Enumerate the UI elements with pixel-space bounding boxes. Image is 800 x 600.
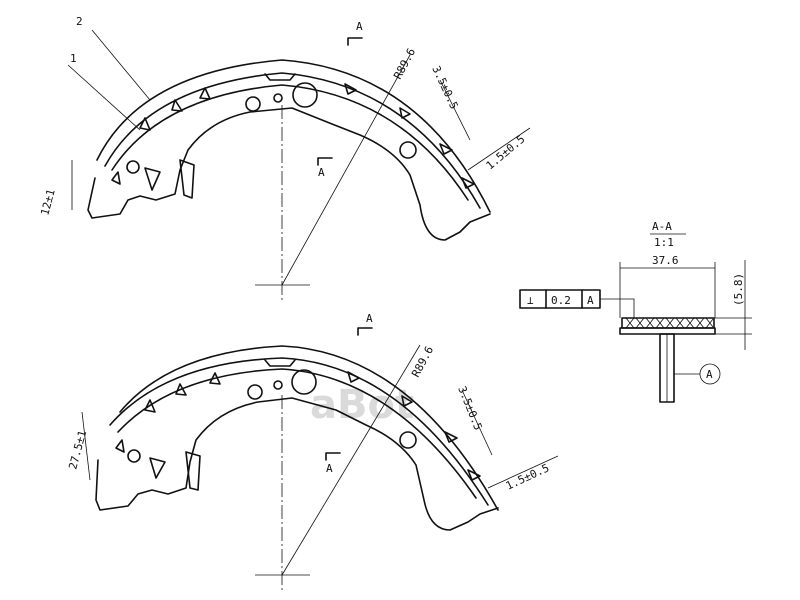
- top-web-plate: [87, 107, 491, 241]
- bottom-dim-edge-line: [487, 455, 559, 489]
- top-rim-arc: [111, 84, 469, 201]
- bottom-hole-small: [273, 380, 283, 390]
- top-shoe-view: A A R89.6 2 1 3.5±0.5 1.5±0.5 12±1: [38, 15, 531, 300]
- section-lining-hatch: [625, 317, 714, 329]
- datum-bubble: [699, 363, 721, 385]
- watermark-logo: aBot: [310, 382, 414, 428]
- callout-1-label: 1: [70, 52, 77, 65]
- tolerance-leader: [600, 298, 635, 318]
- top-lining-outer-arc: [96, 59, 491, 213]
- bottom-section-label-lower: A: [326, 462, 333, 475]
- top-web-slot: [179, 159, 195, 199]
- bottom-web-slot: [185, 451, 201, 491]
- section-scale: 1:1: [654, 236, 674, 249]
- bottom-dim-thickness-label: 3.5±0.5: [455, 384, 484, 432]
- section-title: A-A: [652, 220, 672, 233]
- section-width-label: 37.6: [652, 254, 679, 267]
- bottom-shoe-view: A A R89.6 3.5±0.5 1.5±0.5 27.5±1: [66, 312, 559, 590]
- datum-bubble-label: A: [706, 368, 713, 381]
- top-hole-large: [292, 82, 318, 108]
- top-rim-notch: [264, 73, 296, 81]
- tolerance-value: 0.2: [551, 294, 571, 307]
- bottom-section-arrow-upper: [357, 327, 373, 336]
- bottom-rim-notch: [264, 359, 296, 367]
- bottom-web-plate: [95, 397, 499, 531]
- section-a-a-view: A-A 1:1 37.6 (5.8) ⊥ 0.2 A: [519, 220, 752, 403]
- top-dim-thickness-label: 3.5±0.5: [429, 64, 460, 112]
- top-hole-small: [273, 93, 283, 103]
- bottom-rim-tabs: [115, 371, 481, 481]
- section-rim: [619, 327, 716, 335]
- bottom-hole-medium: [247, 384, 263, 400]
- top-hole-small-left: [126, 160, 140, 174]
- top-dim-edge-label: 1.5±0.5: [484, 133, 528, 173]
- top-section-label-upper: A: [356, 20, 363, 33]
- callout-2-label: 2: [76, 15, 83, 28]
- top-hole-medium: [245, 96, 261, 112]
- top-triangle-cutout: [144, 167, 161, 191]
- tolerance-datum: A: [587, 294, 594, 307]
- geometric-tolerance-frame: ⊥ 0.2 A: [519, 289, 635, 318]
- top-dim-width-label: 12±1: [38, 188, 57, 217]
- top-rim-tabs: [111, 83, 475, 189]
- tolerance-symbol: ⊥: [527, 294, 534, 307]
- top-radius-label: R89.6: [391, 46, 418, 81]
- bottom-radius-label: R89.6: [409, 344, 436, 379]
- bottom-lining-inner-arc: [109, 357, 489, 506]
- bottom-dim-edge-label: 1.5±0.5: [504, 461, 552, 492]
- top-dim-edge-line: [467, 127, 531, 171]
- bottom-hole-large: [291, 369, 317, 395]
- bottom-dim-width-label: 27.5±1: [66, 429, 89, 471]
- callout-1-leader: [67, 64, 141, 131]
- bottom-dim-width-line: [81, 411, 91, 481]
- bottom-hole-right: [399, 431, 417, 449]
- bottom-hole-small-left: [127, 449, 141, 463]
- bottom-radius-leader: [281, 344, 421, 576]
- top-section-arrow-lower: [317, 157, 333, 166]
- top-section-label-lower: A: [318, 166, 325, 179]
- top-dim-thickness-line: [439, 79, 471, 141]
- bottom-section-label-upper: A: [366, 312, 373, 325]
- top-section-arrow-upper: [347, 37, 363, 46]
- top-hole-right: [399, 141, 417, 159]
- callout-2-leader: [91, 29, 151, 101]
- bottom-dim-thickness-line: [461, 389, 493, 456]
- section-height-label: (5.8): [732, 273, 745, 306]
- bottom-rim-arc: [117, 368, 477, 499]
- bottom-section-arrow-lower: [325, 452, 341, 461]
- top-radius-leader: [281, 54, 411, 286]
- bottom-triangle-cutout: [149, 457, 166, 479]
